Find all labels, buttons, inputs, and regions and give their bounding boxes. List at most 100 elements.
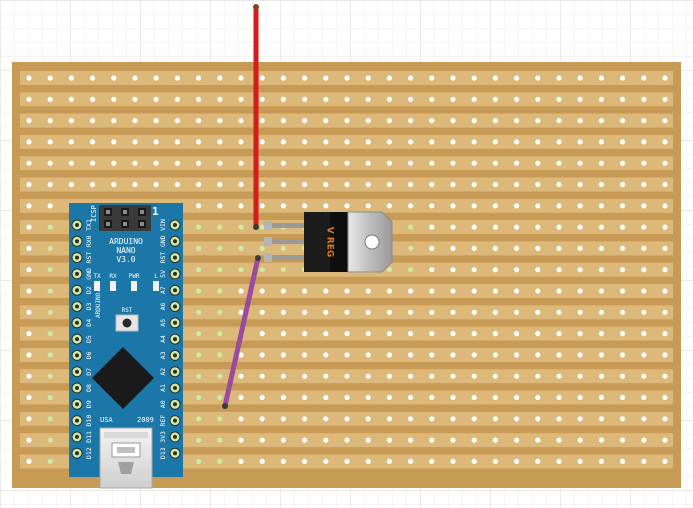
board-hole: [662, 160, 668, 166]
red-wire-end-bottom: [253, 224, 259, 230]
board-hole: [259, 458, 265, 464]
board-hole: [429, 458, 435, 464]
board-hole: [514, 437, 520, 443]
board-hole: [302, 373, 308, 379]
board-hole: [620, 437, 626, 443]
board-hole: [471, 373, 477, 379]
board-hole: [662, 203, 668, 209]
usb-connector[interactable]: [99, 427, 153, 489]
board-hole: [620, 267, 626, 273]
board-hole: [280, 96, 286, 102]
board-hole: [344, 394, 350, 401]
board-hole: [514, 394, 520, 401]
led-rx: [110, 281, 116, 291]
board-hole: [577, 352, 583, 358]
board-hole: [408, 373, 414, 379]
board-hole: [450, 394, 456, 401]
board-hole: [514, 416, 520, 422]
board-hole: [47, 309, 53, 315]
board-hole: [577, 96, 583, 102]
board-hole: [535, 181, 541, 188]
board-hole: [323, 437, 329, 443]
reset-button-cap[interactable]: [122, 318, 132, 328]
purple-wire[interactable]: [222, 255, 261, 409]
board-hole: [323, 352, 329, 358]
board-hole: [620, 160, 626, 166]
board-hole: [365, 160, 371, 166]
board-hole: [196, 394, 202, 401]
board-hole: [408, 203, 414, 209]
board-hole: [450, 352, 456, 358]
board-hole: [386, 458, 392, 464]
board-hole: [620, 203, 626, 209]
board-hole: [556, 224, 562, 230]
board-hole: [471, 160, 477, 166]
board-hole: [323, 458, 329, 464]
board-hole: [556, 139, 562, 145]
board-hole: [196, 331, 202, 337]
board-hole: [302, 181, 308, 188]
board-hole: [111, 96, 117, 102]
board-hole: [556, 352, 562, 358]
board-hole: [344, 373, 350, 379]
board-hole: [386, 394, 392, 401]
board-hole: [217, 331, 223, 337]
board-hole: [68, 96, 74, 102]
voltage-regulator[interactable]: V REG: [264, 211, 393, 273]
board-hole: [492, 309, 498, 315]
header-pin-hole: [75, 434, 79, 439]
board-hole: [429, 352, 435, 358]
board-hole: [302, 331, 308, 337]
board-hole: [26, 288, 32, 294]
board-hole: [238, 75, 244, 81]
microcontroller-chip: [92, 347, 154, 409]
led-l-label: L: [154, 273, 158, 280]
board-hole: [514, 96, 520, 102]
led-pwr-label: PWR: [129, 273, 140, 280]
board-hole: [26, 245, 32, 251]
pin-label: D8: [85, 384, 93, 392]
board-hole: [365, 181, 371, 188]
board-hole: [26, 309, 32, 315]
board-hole: [259, 267, 265, 273]
board-hole: [238, 96, 244, 102]
board-hole: [556, 181, 562, 188]
board-hole: [492, 245, 498, 251]
board-hole: [217, 245, 223, 251]
country-label: USA: [100, 416, 113, 424]
board-hole: [196, 267, 202, 273]
board-hole: [259, 203, 265, 209]
board-hole: [662, 352, 668, 358]
board-hole: [217, 96, 223, 102]
board-hole: [620, 181, 626, 188]
board-hole: [429, 118, 435, 124]
board-hole: [662, 224, 668, 230]
board-hole: [68, 75, 74, 81]
board-hole: [217, 75, 223, 81]
board-hole: [471, 224, 477, 230]
board-hole: [641, 352, 647, 358]
board-hole: [492, 437, 498, 443]
header-pin-hole: [173, 223, 177, 227]
board-hole: [302, 352, 308, 358]
board-hole: [280, 416, 286, 422]
pin-label: GND: [85, 268, 93, 280]
board-hole: [577, 139, 583, 145]
arduino-nano[interactable]: ICSP 1 ARDUINO NANO V3.0 TX RX PWR L ARD…: [69, 203, 183, 489]
board-hole: [408, 118, 414, 124]
board-hole: [68, 160, 74, 166]
board-hole: [450, 416, 456, 422]
board-hole: [620, 352, 626, 358]
regulator-mount-hole: [364, 234, 380, 250]
pin-label: A7: [159, 286, 167, 294]
board-hole: [408, 458, 414, 464]
led-pwr: [131, 281, 137, 291]
header-pin-hole: [173, 255, 177, 260]
board-hole: [598, 331, 605, 337]
board-hole: [132, 160, 138, 166]
board-hole: [641, 331, 647, 337]
board-hole: [47, 245, 53, 251]
arduino-version: V3.0: [116, 255, 135, 264]
pin-label: 5V: [159, 270, 167, 278]
